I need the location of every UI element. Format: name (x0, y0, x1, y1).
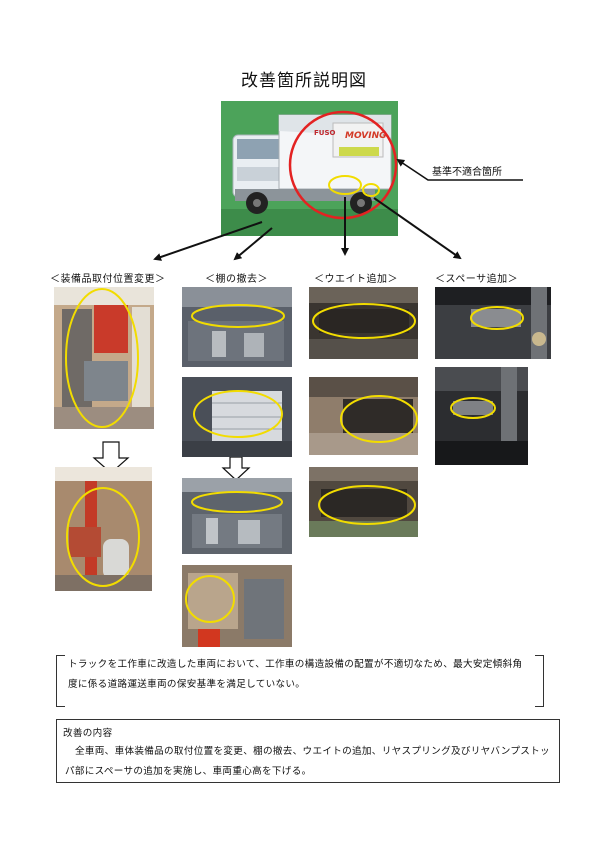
photo-spacer-2 (435, 367, 528, 465)
caption-equipment-relocation: ＜装備品取付位置変更＞ (50, 274, 166, 285)
nonconformity-red-circle (288, 110, 398, 220)
arrow-to-spacer (373, 197, 462, 260)
truck-slogan: MOVING (345, 131, 387, 141)
improvement-box: 改善の内容 全車両、車体装備品の取付位置を変更、棚の撤去、ウエイトの追加、リヤス… (56, 719, 560, 783)
photo-weight-1 (309, 287, 418, 359)
photo-shelf-4 (182, 565, 292, 647)
photo-shelf-2 (182, 377, 292, 457)
problem-statement: トラックを工作車に改造した車両において、工作車の構造設備の配置が不適切なため、最… (68, 659, 523, 690)
improvement-text: 全車両、車体装備品の取付位置を変更、棚の撤去、ウエイトの追加、リヤスプリング及び… (65, 746, 550, 777)
caption-spacer-addition: ＜スペーサ追加＞ (435, 274, 519, 285)
photo-shelf-3 (182, 478, 292, 554)
before-after-arrow-icon (221, 456, 251, 481)
improvement-heading: 改善の内容 (63, 728, 113, 739)
photo-weight-3 (309, 467, 418, 537)
arrow-to-shelf (233, 227, 273, 261)
caption-weight-addition: ＜ウエイト追加＞ (314, 274, 398, 285)
photo-weight-2 (309, 377, 418, 455)
callout-label: 基準不適合箇所 (432, 167, 502, 178)
page-title: 改善箇所説明図 (241, 71, 367, 91)
photo-equipment-after (55, 467, 152, 591)
photo-spacer-1 (435, 287, 551, 359)
arrow-to-equipment (153, 221, 263, 261)
truck-brand: FUSO (314, 129, 336, 137)
callout-arrow (396, 158, 523, 181)
photo-equipment-before (54, 287, 154, 429)
before-after-arrow-icon (92, 441, 130, 474)
truck-photo: FUSO MOVING (221, 101, 398, 236)
problem-box-right-bracket (535, 655, 544, 707)
caption-shelf-removal: ＜棚の撤去＞ (205, 274, 268, 285)
problem-box-left-bracket (56, 655, 65, 707)
photo-shelf-1 (182, 287, 292, 367)
